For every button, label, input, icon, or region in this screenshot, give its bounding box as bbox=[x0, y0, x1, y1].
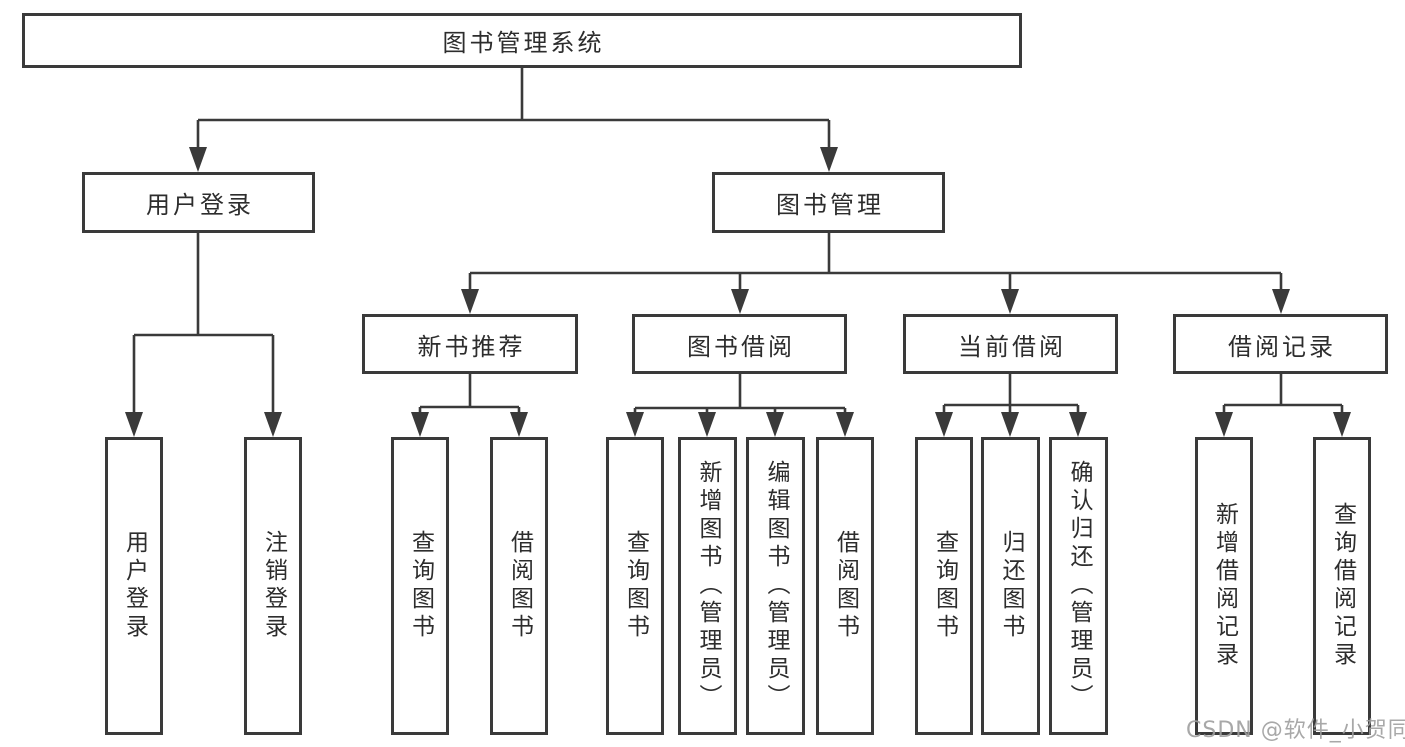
node-book-management: 图书管理 bbox=[712, 172, 945, 233]
leaf-records-query-record: 查询借阅记录 bbox=[1313, 437, 1371, 735]
leaf-borrow-edit-books-admin-label: 编辑图书（管理员） bbox=[763, 460, 789, 712]
node-current-borrow-label: 当前借阅 bbox=[958, 332, 1066, 361]
leaf-records-query-record-label: 查询借阅记录 bbox=[1329, 502, 1356, 670]
leaf-recommend-borrow-books-label: 借阅图书 bbox=[506, 530, 533, 642]
leaf-current-confirm-return-admin-label: 确认归还（管理员） bbox=[1066, 460, 1092, 712]
node-borrow-records: 借阅记录 bbox=[1173, 314, 1388, 374]
leaf-borrow-borrow-books: 借阅图书 bbox=[816, 437, 874, 735]
node-book-management-label: 图书管理 bbox=[776, 191, 884, 219]
node-new-book-recommend: 新书推荐 bbox=[362, 314, 578, 374]
leaf-records-add-record-label: 新增借阅记录 bbox=[1211, 502, 1238, 670]
leaf-borrow-add-books-admin: 新增图书（管理员） bbox=[678, 437, 737, 735]
arrowheads bbox=[125, 147, 1351, 437]
leaf-borrow-query-books: 查询图书 bbox=[606, 437, 664, 735]
node-root: 图书管理系统 bbox=[22, 13, 1022, 68]
node-borrow-records-label: 借阅记录 bbox=[1228, 332, 1336, 361]
node-user-login: 用户登录 bbox=[82, 172, 315, 233]
leaf-current-query-books: 查询图书 bbox=[915, 437, 973, 735]
node-book-borrow-label: 图书借阅 bbox=[687, 332, 795, 361]
leaf-current-query-books-label: 查询图书 bbox=[931, 530, 958, 642]
leaf-current-confirm-return-admin: 确认归还（管理员） bbox=[1049, 437, 1108, 735]
leaf-user-login: 用户登录 bbox=[105, 437, 163, 735]
node-root-label: 图书管理系统 bbox=[442, 29, 605, 57]
node-new-book-recommend-label: 新书推荐 bbox=[417, 332, 526, 361]
leaf-borrow-borrow-books-label: 借阅图书 bbox=[832, 530, 859, 642]
leaf-logout-label: 注销登录 bbox=[260, 530, 287, 642]
node-user-login-label: 用户登录 bbox=[146, 191, 254, 219]
leaf-records-add-record: 新增借阅记录 bbox=[1195, 437, 1253, 735]
leaf-current-return-books-label: 归还图书 bbox=[998, 530, 1024, 642]
leaf-borrow-query-books-label: 查询图书 bbox=[622, 530, 649, 642]
node-current-borrow: 当前借阅 bbox=[903, 314, 1118, 374]
leaf-logout: 注销登录 bbox=[244, 437, 302, 735]
leaf-recommend-query-books: 查询图书 bbox=[391, 437, 449, 735]
leaf-recommend-query-books-label: 查询图书 bbox=[407, 530, 434, 642]
leaf-borrow-edit-books-admin: 编辑图书（管理员） bbox=[746, 437, 805, 735]
leaf-current-return-books: 归还图书 bbox=[981, 437, 1040, 735]
leaf-recommend-borrow-books: 借阅图书 bbox=[490, 437, 548, 735]
csdn-watermark: CSDN @软件_小贺同学 bbox=[1186, 718, 1405, 743]
leaf-user-login-label: 用户登录 bbox=[121, 530, 148, 642]
leaf-borrow-add-books-admin-label: 新增图书（管理员） bbox=[695, 460, 721, 712]
node-book-borrow: 图书借阅 bbox=[632, 314, 847, 374]
